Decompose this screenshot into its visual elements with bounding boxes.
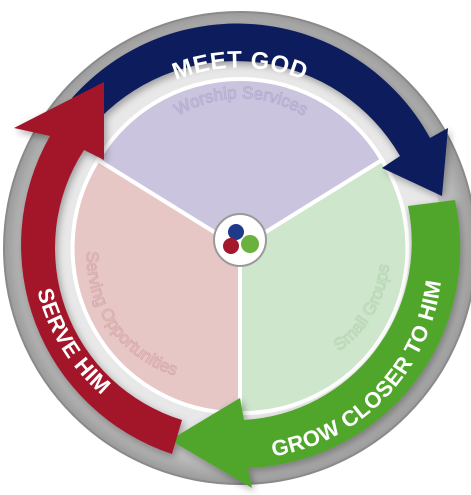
arrow-serve-him (14, 82, 182, 454)
sector-worship-services (95, 77, 385, 251)
arrow-grow-closer (170, 200, 461, 488)
church-logo-icon (213, 213, 267, 267)
sector-small-groups (238, 157, 410, 416)
sector-serving-opportunities (70, 157, 242, 416)
arrow-meet-god (72, 23, 448, 197)
